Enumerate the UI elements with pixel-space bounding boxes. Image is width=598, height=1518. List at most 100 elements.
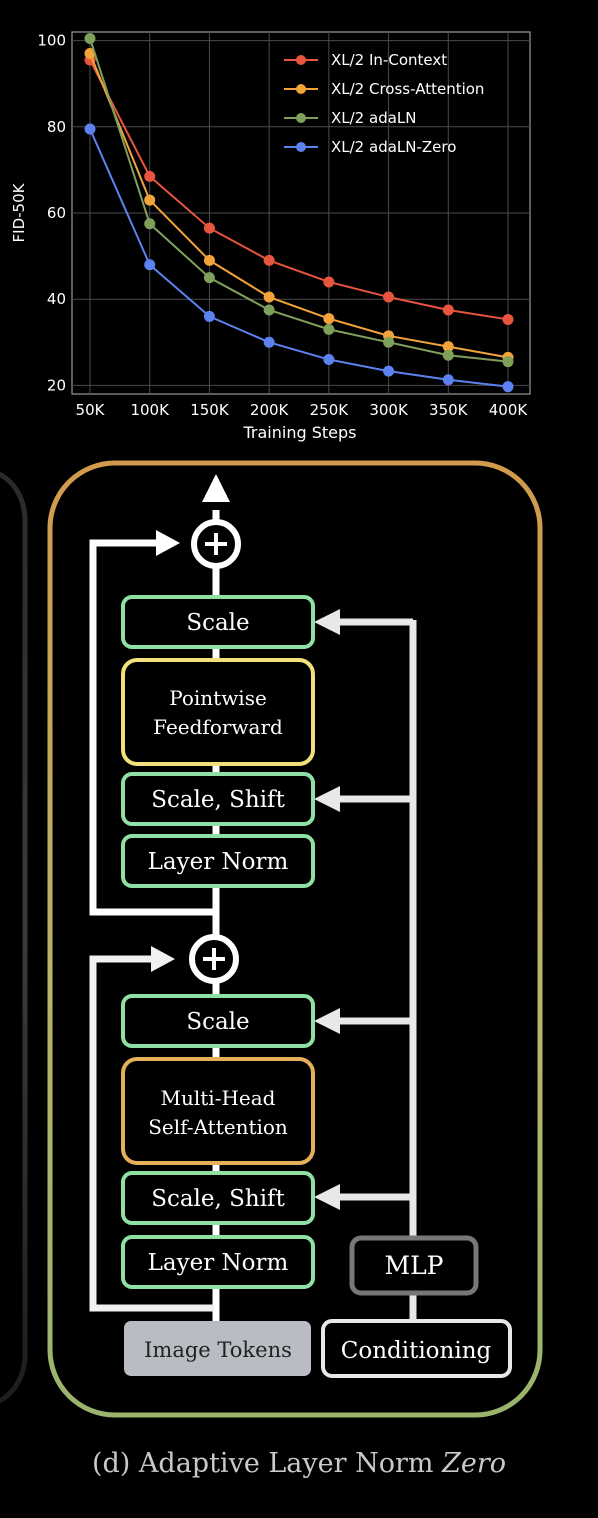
mlp-label: MLP: [384, 1251, 443, 1280]
scale-shift-block-top: Scale, Shift: [121, 772, 315, 826]
data-point-xl-2-adaln: [84, 32, 96, 44]
y-tick-label: 100: [37, 32, 66, 50]
feedforward-block: Pointwise Feedforward: [121, 658, 315, 766]
output-arrow-head: [202, 474, 230, 502]
x-tick-label: 50K: [76, 401, 106, 419]
arrow-scale-top: [314, 609, 340, 635]
data-point-xl-2-adaln-zero: [502, 381, 514, 393]
arrow-scale-bottom: [314, 1008, 340, 1034]
self-attention-label-line2: Self-Attention: [148, 1115, 288, 1139]
data-point-xl-2-in-context: [323, 276, 335, 288]
data-point-xl-2-in-context: [263, 254, 275, 266]
scale-block-bottom: Scale: [121, 994, 315, 1048]
residual-path-bottom: [89, 955, 214, 1312]
data-point-xl-2-adaln-zero: [383, 365, 395, 377]
data-point-xl-2-cross-attention: [263, 291, 275, 303]
scale-shift-block-bottom: Scale, Shift: [121, 1171, 315, 1225]
series-line-xl-2-cross-attention: [89, 53, 509, 359]
data-point-xl-2-adaln-zero: [263, 336, 275, 348]
scale-top-label: Scale: [186, 610, 249, 636]
legend-label-xl-2-in-context: XL/2 In-Context: [331, 51, 447, 69]
data-point-xl-2-adaln: [323, 323, 335, 335]
data-point-xl-2-in-context: [442, 304, 454, 316]
data-point-xl-2-adaln: [383, 336, 395, 348]
add-node-bottom: [189, 934, 239, 984]
layer-norm-top-label: Layer Norm: [148, 849, 289, 875]
data-point-xl-2-adaln: [263, 304, 275, 316]
data-point-xl-2-adaln: [442, 349, 454, 361]
mlp-block: MLP: [349, 1235, 479, 1296]
residual-arrow-top: [156, 530, 180, 556]
figure-caption: (d) Adaptive Layer Norm Zero: [0, 1448, 598, 1479]
x-tick-label: 300K: [369, 401, 409, 419]
legend-marker-xl-2-in-context: [296, 55, 306, 65]
self-attention-label-line1: Multi-Head: [161, 1086, 276, 1110]
y-tick-label: 60: [47, 204, 66, 222]
legend-label-xl-2-adaln-zero: XL/2 adaLN-Zero: [331, 138, 456, 156]
data-point-xl-2-adaln-zero: [203, 310, 215, 322]
data-point-xl-2-cross-attention: [442, 341, 454, 353]
layer-norm-block-bottom: Layer Norm: [121, 1235, 315, 1289]
data-point-xl-2-adaln: [502, 356, 514, 368]
adaln-zero-diagram: Scale Pointwise Feedforward Scale, Shift…: [0, 460, 543, 1418]
scale-bottom-label: Scale: [186, 1009, 249, 1035]
legend-label-xl-2-cross-attention: XL/2 Cross-Attention: [331, 80, 484, 98]
data-point-xl-2-in-context: [203, 222, 215, 234]
data-point-xl-2-adaln: [144, 218, 156, 230]
data-point-xl-2-adaln: [203, 272, 215, 284]
conditioning-label: Conditioning: [341, 1338, 492, 1364]
data-point-xl-2-adaln-zero: [442, 374, 454, 386]
arrow-scale-shift-bottom: [314, 1184, 340, 1210]
image-tokens-label: Image Tokens: [144, 1338, 292, 1362]
series-line-xl-2-adaln: [89, 38, 509, 363]
series-line-xl-2-adaln-zero: [89, 128, 509, 388]
scale-block-top: Scale: [121, 595, 315, 649]
y-tick-labels: 20 40 60 80 100: [37, 32, 66, 395]
y-tick-label: 40: [47, 290, 66, 308]
y-tick-label: 20: [47, 376, 66, 394]
data-point-xl-2-cross-attention: [144, 194, 156, 206]
data-point-xl-2-in-context: [502, 313, 514, 325]
data-point-xl-2-cross-attention: [203, 254, 215, 266]
x-tick-label: 350K: [429, 401, 469, 419]
fid-line-chart: 20 40 60 80 100 50K 100K 150K 200K 250K 300K 350K 4…: [10, 31, 531, 442]
scale-shift-bottom-label: Scale, Shift: [151, 1186, 285, 1212]
y-tick-label: 80: [47, 118, 66, 136]
data-point-xl-2-cross-attention: [84, 48, 96, 60]
layer-norm-block-top: Layer Norm: [121, 834, 315, 888]
x-tick-label: 150K: [190, 401, 230, 419]
feedforward-label-line1: Pointwise: [169, 686, 267, 710]
series-line-xl-2-in-context: [89, 59, 509, 321]
neighbor-panel-frame: [0, 471, 28, 1404]
legend-label-xl-2-adaln: XL/2 adaLN: [331, 109, 416, 127]
y-axis-label: FID-50K: [10, 182, 28, 242]
legend-marker-xl-2-adaln-zero: [296, 142, 306, 152]
conditioning-block: Conditioning: [321, 1319, 512, 1378]
block-frame: [47, 460, 543, 1418]
x-tick-label: 250K: [310, 401, 350, 419]
data-point-xl-2-adaln-zero: [144, 259, 156, 271]
arrow-scale-shift-top: [314, 786, 340, 812]
self-attention-block: Multi-Head Self-Attention: [121, 1057, 315, 1165]
legend-marker-xl-2-adaln: [296, 113, 306, 123]
data-point-xl-2-cross-attention: [323, 313, 335, 325]
data-point-xl-2-in-context: [383, 291, 395, 303]
residual-path-top: [89, 539, 214, 916]
data-point-xl-2-in-context: [144, 170, 156, 182]
x-axis-label: Training Steps: [243, 423, 357, 442]
layer-norm-bottom-label: Layer Norm: [148, 1250, 289, 1276]
add-node-top: [191, 519, 241, 569]
caption-emphasis: Zero: [442, 1448, 507, 1479]
legend-marker-xl-2-cross-attention: [296, 84, 306, 94]
x-tick-labels: 50K 100K 150K 200K 250K 300K 350K 400K: [76, 401, 529, 419]
x-tick-label: 400K: [489, 401, 529, 419]
caption-prefix: (d) Adaptive Layer Norm: [91, 1448, 443, 1479]
x-tick-label: 100K: [130, 401, 170, 419]
data-point-xl-2-adaln-zero: [84, 123, 96, 135]
feedforward-label-line2: Feedforward: [153, 715, 283, 739]
x-tick-label: 200K: [250, 401, 290, 419]
series-layer: [84, 32, 514, 393]
residual-arrow-bottom: [151, 946, 175, 972]
data-point-xl-2-adaln-zero: [323, 354, 335, 366]
